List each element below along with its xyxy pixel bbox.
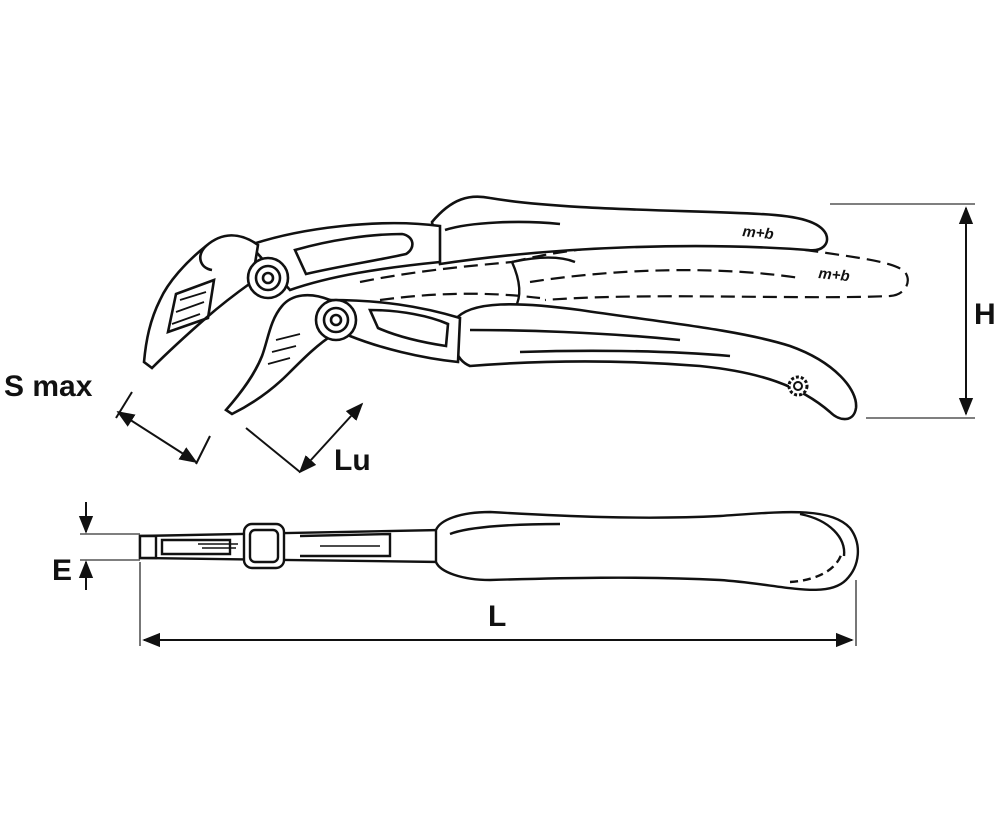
h-dimension — [830, 203, 975, 419]
lu-label: Lu — [334, 444, 371, 477]
upper-pivot-bolt — [246, 256, 290, 300]
dashed-handle-sleeve — [510, 256, 576, 309]
lower-jaw — [224, 293, 336, 416]
top-view-pliers — [138, 510, 859, 591]
lower-handle-metal — [327, 298, 462, 364]
lower-pivot-bolt — [314, 298, 358, 342]
upper-jaw — [142, 234, 260, 370]
lu-dimension — [245, 402, 364, 474]
lower-handle — [451, 302, 858, 421]
logo-upper-handle: m+b — [742, 223, 775, 243]
h-label: H — [974, 298, 996, 331]
e-label: E — [52, 554, 72, 587]
upper-handle-metal — [247, 221, 442, 292]
s-max-dimension — [115, 391, 211, 465]
e-dimension — [78, 502, 140, 590]
s-max-label: S max — [4, 370, 93, 403]
l-dimension — [139, 562, 857, 648]
hang-hole-icon — [787, 375, 809, 397]
upper-handle — [430, 195, 829, 266]
logo-dashed-handle: m+b — [818, 265, 851, 285]
l-label: L — [488, 600, 506, 633]
